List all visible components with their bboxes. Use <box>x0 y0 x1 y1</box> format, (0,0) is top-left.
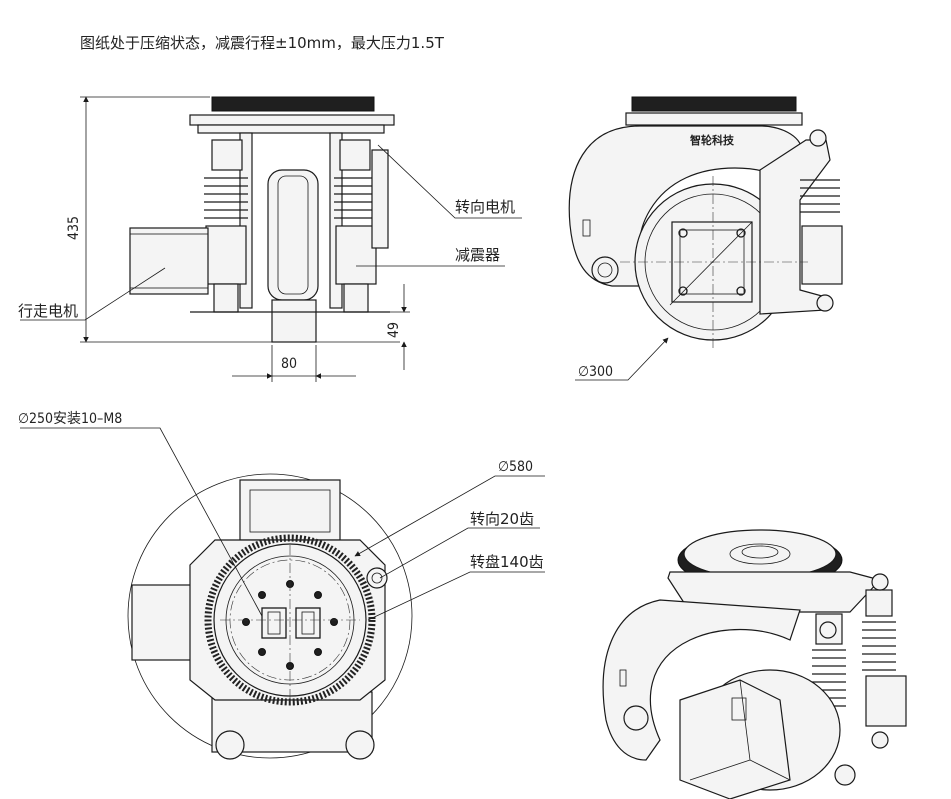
spec-note: 图纸处于压缩状态，减震行程±10mm，最大压力1.5T <box>80 34 445 52</box>
front-view: 智轮科技 ∅300 <box>568 96 843 381</box>
drive-motor-side <box>129 227 209 295</box>
slew-teeth-ring <box>204 534 376 706</box>
envelope-circle <box>127 473 413 759</box>
dim-width: 80 <box>281 356 297 372</box>
brand-text: 智轮科技 <box>690 133 735 147</box>
label-slew-teeth: 转盘140齿 <box>470 553 544 571</box>
top-view: ∅250安装10–M8 ∅580 转向20齿 转盘140齿 <box>18 411 545 760</box>
dim-clearance: 49 <box>386 322 402 338</box>
iso-c-frame <box>602 599 801 761</box>
slew-ring-top <box>211 96 375 112</box>
dim-height: 435 <box>66 216 82 240</box>
dim-wheel-dia: ∅300 <box>578 364 613 380</box>
side-view: 435 80 49 转向电机 减震器 行走电机 <box>18 96 522 382</box>
spring-right <box>334 139 378 313</box>
isometric-view <box>602 529 907 799</box>
slew-ring-front <box>631 96 797 112</box>
label-steer-teeth: 转向20齿 <box>470 510 534 528</box>
label-mount: ∅250安装10–M8 <box>18 411 122 427</box>
label-drive-motor: 行走电机 <box>18 302 78 320</box>
iso-springs <box>812 573 907 727</box>
steering-motor-side <box>371 149 389 249</box>
spring-left <box>204 139 248 313</box>
label-steering-motor: 转向电机 <box>455 198 515 216</box>
label-shock-absorber: 减震器 <box>455 246 500 264</box>
label-outer-dia: ∅580 <box>498 459 533 475</box>
drive-wheel <box>267 169 319 301</box>
